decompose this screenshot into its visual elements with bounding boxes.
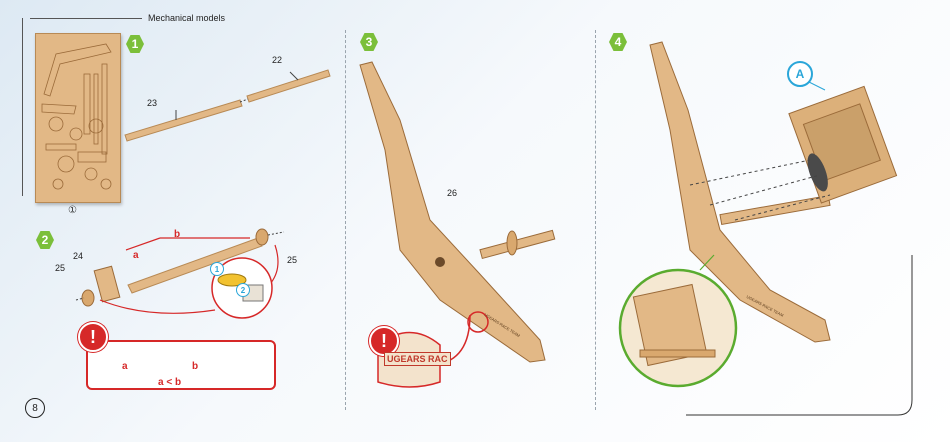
substep-1-callout: 1 xyxy=(210,262,224,276)
step4-frame xyxy=(620,42,897,386)
warning-icon: ! xyxy=(78,322,108,352)
warning-relation: a < b xyxy=(158,377,181,388)
part-label-25-left: 25 xyxy=(55,263,65,273)
part-label-25-right: 25 xyxy=(287,255,297,265)
part-label-23: 23 xyxy=(147,98,157,108)
step3-engraving-zoom: UGEARS RAC xyxy=(384,352,451,366)
substep-2-callout: 2 xyxy=(236,283,250,297)
part-label-22: 22 xyxy=(272,55,282,65)
callout-a: A xyxy=(787,61,813,87)
step2-dim-b: b xyxy=(174,229,180,240)
step2-dim-a: a xyxy=(133,250,139,261)
page-number: 8 xyxy=(25,398,45,418)
warning-dim-a: a xyxy=(122,361,128,372)
part-label-24: 24 xyxy=(73,251,83,261)
warning-dim-b: b xyxy=(192,361,198,372)
part-label-26: 26 xyxy=(447,188,457,198)
step2-axle xyxy=(76,229,284,318)
